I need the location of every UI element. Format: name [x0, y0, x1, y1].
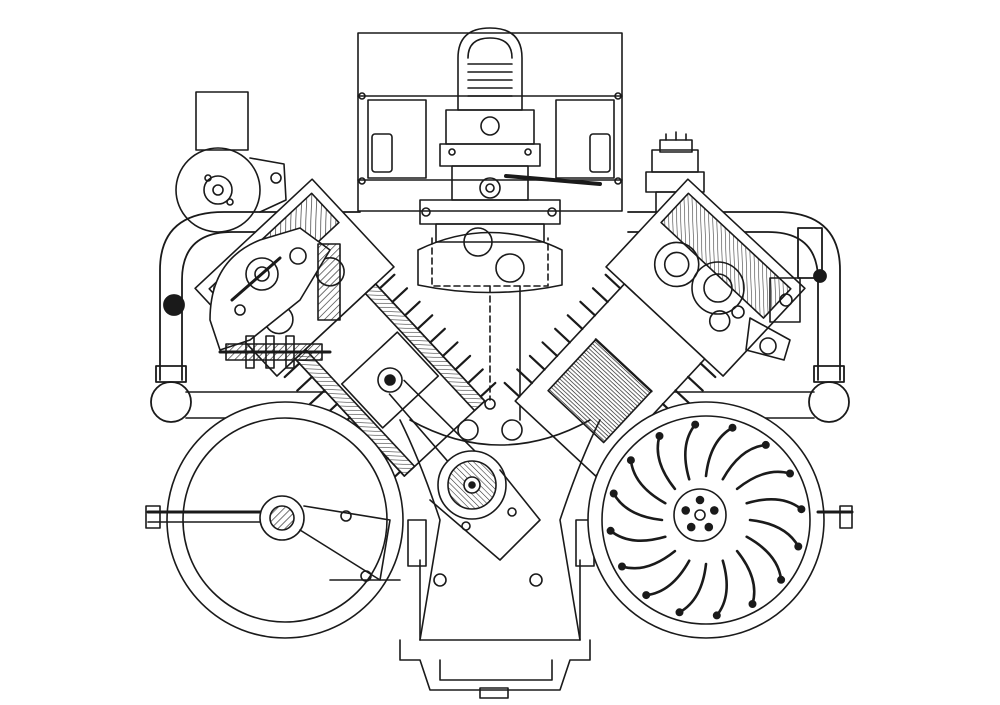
- hub-bolt: [681, 506, 691, 515]
- cooling-fin: [416, 314, 434, 331]
- fan-blade: [735, 470, 792, 491]
- fan-blade: [748, 518, 800, 548]
- fan-blade-tip: [777, 575, 786, 584]
- fan-blade: [715, 559, 728, 617]
- fan-blade-tip: [691, 420, 700, 429]
- right-valve-gear: [691, 261, 801, 361]
- fan-blade-tip: [761, 440, 770, 449]
- fan-blade-tip: [797, 505, 806, 514]
- fan-blade: [629, 458, 667, 505]
- carburetor: [419, 27, 602, 243]
- cooling-fin: [541, 341, 559, 358]
- fan-blade-tip: [794, 542, 803, 551]
- fan-blade-tip: [642, 591, 651, 600]
- cooling-fin: [378, 273, 396, 290]
- cooling-fin: [604, 273, 622, 290]
- cooling-fin: [528, 354, 546, 371]
- fan-blade: [704, 426, 734, 478]
- hub-bolt: [704, 522, 714, 532]
- fan-blade-tip: [748, 599, 757, 608]
- fan-blade: [644, 559, 691, 597]
- cooling-fin: [403, 300, 421, 317]
- fan-blade: [678, 562, 708, 614]
- fan-blade-tip: [655, 431, 664, 440]
- cooling-fin: [686, 375, 704, 392]
- hub-bolt: [686, 522, 696, 532]
- fan-blade-tip: [785, 469, 794, 478]
- cooling-fin: [441, 341, 459, 358]
- cooling-fin: [466, 368, 484, 385]
- crankcase: [399, 398, 601, 641]
- fan-blade-tip: [606, 526, 615, 535]
- air-cleaner-housing: [357, 32, 623, 212]
- fan-blade-tip: [617, 562, 626, 571]
- cooling-fin: [296, 375, 314, 392]
- cooling-fin: [554, 327, 571, 344]
- cooling-fin: [674, 389, 692, 406]
- cooling-fin: [516, 368, 534, 385]
- left-fan-shroud: [145, 401, 404, 639]
- oil-pan: [399, 519, 595, 699]
- hub-bolt: [695, 495, 705, 505]
- fan-blade-tip: [712, 611, 721, 620]
- cooling-fin: [699, 362, 717, 379]
- fan-blade: [745, 498, 803, 511]
- crankshaft-journal: [429, 450, 541, 561]
- left-valve-gear: [209, 227, 341, 369]
- cooling-fin: [591, 287, 609, 303]
- left-coolant-pipe: [150, 211, 361, 423]
- fan-blade-tip: [675, 608, 684, 617]
- fan-blade: [735, 549, 756, 606]
- fan-blade: [684, 423, 697, 481]
- cooling-fin: [283, 362, 301, 379]
- fan-blade-tip: [728, 423, 737, 432]
- generator: [175, 91, 287, 233]
- hub-bolt: [709, 506, 719, 515]
- fan-blade-tip: [626, 456, 635, 465]
- right-cooling-fan: [587, 401, 854, 639]
- fan-blade: [721, 443, 768, 481]
- cooling-fin: [579, 300, 597, 317]
- cooling-fin: [429, 327, 446, 344]
- cooling-fin: [566, 314, 584, 331]
- cooling-fin: [479, 381, 497, 398]
- fan-blade: [656, 434, 677, 491]
- fan-blade: [612, 492, 664, 522]
- fan-blade-tip: [609, 489, 618, 498]
- cooling-fin: [308, 389, 326, 406]
- fan-blade: [620, 549, 677, 570]
- cooling-fin: [454, 354, 472, 371]
- right-coolant-pipe: [627, 211, 850, 423]
- fan-blade: [609, 529, 667, 542]
- cooling-fin: [503, 381, 521, 398]
- cooling-fin: [391, 287, 409, 303]
- fan-blade: [745, 535, 783, 582]
